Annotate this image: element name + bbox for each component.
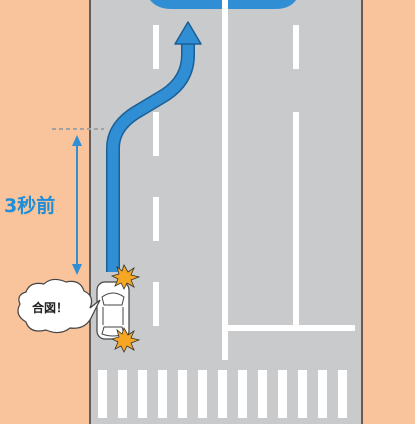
lane-divider-dashed-right — [293, 25, 299, 328]
crosswalk — [98, 370, 347, 418]
signal-speech-bubble: 合図！ — [17, 278, 101, 334]
lane-change-arrow-icon — [106, 21, 202, 272]
lane-divider-solid — [222, 0, 355, 360]
double-headed-arrow-icon — [72, 135, 82, 275]
signal-bubble-text: 合図！ — [32, 300, 68, 315]
car-topview-icon — [96, 281, 130, 340]
left-sidewalk — [0, 0, 90, 424]
turn-signal-flash-front — [110, 264, 141, 290]
lane-divider-dashed-left — [153, 25, 159, 326]
turn-signal-flash-rear — [110, 327, 141, 353]
right-sidewalk — [362, 0, 415, 424]
time-before-label: 3秒前 — [4, 194, 55, 217]
